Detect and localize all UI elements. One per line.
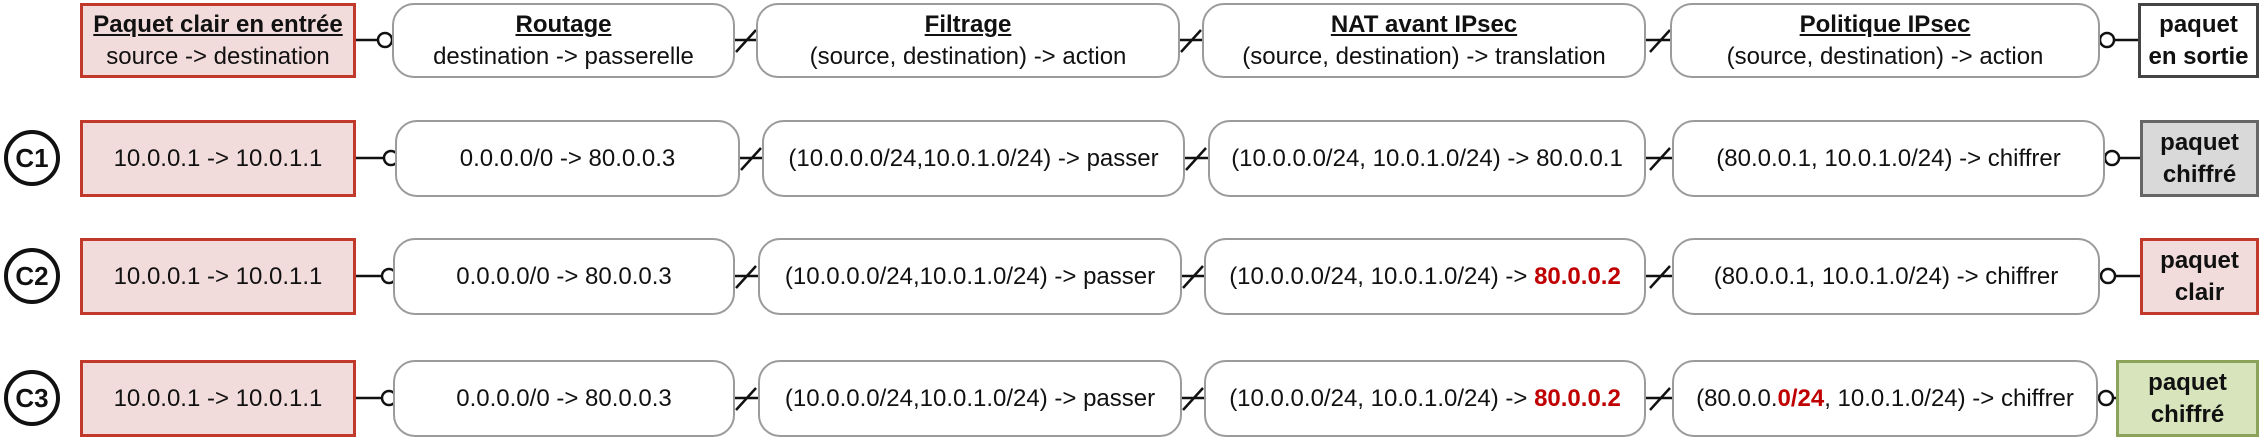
header-routing-box: Routage destination -> passerelle [392,3,735,78]
header-output-line2: en sortie [2148,42,2249,70]
connector-slash [740,147,762,171]
connector-circle [2099,267,2117,285]
c1-output-line2: chiffré [2162,160,2237,188]
c3-policy-highlight: 0/24 [1777,384,1825,412]
c1-policy-box: (80.0.0.1, 10.0.1.0/24) -> chiffrer [1672,120,2105,197]
connector-slash [1649,265,1671,289]
c1-filtering-box: (10.0.0.0/24,10.0.1.0/24) -> passer [762,120,1185,197]
connector-slash [1182,265,1204,289]
header-routing-title: Routage [515,11,612,39]
connector-circle [2103,149,2121,167]
header-nat-box: NAT avant IPsec (source, destination) ->… [1202,3,1646,78]
c1-output-line1: paquet [2160,129,2239,157]
connector-slash [1649,147,1671,171]
header-output-line1: paquet [2159,11,2238,39]
c3-input-text: 10.0.0.1 -> 10.0.1.1 [113,384,323,412]
c1-policy-suffix: , 10.0.1.0/24) -> chiffrer [1811,144,2061,172]
c2-routing-text: 0.0.0.0/0 -> 80.0.0.3 [456,262,672,290]
c3-output-line2: chiffré [2150,400,2225,428]
header-policy-title: Politique IPsec [1799,11,1971,39]
c1-routing-box: 0.0.0.0/0 -> 80.0.0.3 [395,120,740,197]
c1-output-box: paquet chiffré [2140,120,2259,197]
c3-nat-text: (10.0.0.0/24, 10.0.1.0/24) -> 80.0.0.2 [1229,383,1621,414]
case-label-c1: C1 [4,130,60,186]
c2-policy-suffix: , 10.0.1.0/24) -> chiffrer [1808,262,2059,290]
header-filtering-sub: (source, destination) -> action [809,42,1127,70]
header-routing-sub: destination -> passerelle [433,42,694,70]
c3-output-box: paquet chiffré [2116,360,2259,437]
c2-input-box: 10.0.0.1 -> 10.0.1.1 [80,238,356,315]
connector-circle [2097,389,2115,407]
c3-routing-box: 0.0.0.0/0 -> 80.0.0.3 [393,360,735,437]
c3-nat-value: 80.0.0.2 [1534,384,1621,412]
c3-filtering-text: (10.0.0.0/24,10.0.1.0/24) -> passer [784,384,1156,412]
connector-slash [1185,147,1207,171]
c3-filtering-box: (10.0.0.0/24,10.0.1.0/24) -> passer [758,360,1182,437]
header-output-box: paquet en sortie [2138,3,2259,78]
c2-input-text: 10.0.0.1 -> 10.0.1.1 [113,262,323,290]
c1-policy-text: (80.0.0.1, 10.0.1.0/24) -> chiffrer [1716,143,2060,174]
header-policy-box: Politique IPsec (source, destination) ->… [1670,3,2100,78]
header-nat-sub: (source, destination) -> translation [1242,42,1606,70]
header-filtering-title: Filtrage [924,11,1012,39]
header-input-sub: source -> destination [106,42,330,70]
connector-slash [735,29,757,53]
c3-nat-box: (10.0.0.0/24, 10.0.1.0/24) -> 80.0.0.2 [1204,360,1646,437]
c2-nat-value: 80.0.0.2 [1534,262,1621,290]
connector-slash [1649,29,1671,53]
header-input-title: Paquet clair en entrée [93,11,343,39]
c2-output-line2: clair [2174,278,2225,306]
c1-nat-box: (10.0.0.0/24, 10.0.1.0/24) -> 80.0.0.1 [1208,120,1646,197]
c3-policy-suffix: , 10.0.1.0/24) -> chiffrer [1824,384,2074,412]
c2-output-box: paquet clair [2140,238,2259,315]
c1-nat-prefix: (10.0.0.0/24, 10.0.1.0/24) -> [1231,144,1537,172]
c3-policy-box: (80.0.0.0/24, 10.0.1.0/24) -> chiffrer [1672,360,2098,437]
c2-routing-box: 0.0.0.0/0 -> 80.0.0.3 [393,238,735,315]
connector-circle [376,31,394,49]
header-nat-title: NAT avant IPsec [1330,11,1518,39]
c2-nat-prefix: (10.0.0.0/24, 10.0.1.0/24) -> [1229,262,1535,290]
connector-slash [1180,29,1202,53]
connector-slash [1182,387,1204,411]
c3-output-line1: paquet [2148,369,2227,397]
connector-slash [735,265,757,289]
c2-filtering-text: (10.0.0.0/24,10.0.1.0/24) -> passer [784,262,1156,290]
c3-nat-prefix: (10.0.0.0/24, 10.0.1.0/24) -> [1229,384,1535,412]
connector-slash [1649,387,1671,411]
case-label-c3: C3 [4,370,60,426]
c1-input-text: 10.0.0.1 -> 10.0.1.1 [113,144,323,172]
c1-filtering-text: (10.0.0.0/24,10.0.1.0/24) -> passer [788,144,1159,172]
c2-filtering-box: (10.0.0.0/24,10.0.1.0/24) -> passer [758,238,1182,315]
c1-nat-text: (10.0.0.0/24, 10.0.1.0/24) -> 80.0.0.1 [1231,143,1623,174]
c2-output-line1: paquet [2160,247,2239,275]
c1-routing-text: 0.0.0.0/0 -> 80.0.0.3 [459,144,676,172]
c2-policy-box: (80.0.0.1, 10.0.1.0/24) -> chiffrer [1672,238,2100,315]
c3-policy-text: (80.0.0.0/24, 10.0.1.0/24) -> chiffrer [1696,383,2074,414]
c1-policy-prefix: (80.0.0.1 [1716,144,1812,172]
connector-circle [2098,31,2116,49]
c2-nat-box: (10.0.0.0/24, 10.0.1.0/24) -> 80.0.0.2 [1204,238,1646,315]
c1-nat-value: 80.0.0.1 [1536,144,1623,172]
c2-policy-prefix: (80.0.0.1 [1713,262,1809,290]
c2-nat-text: (10.0.0.0/24, 10.0.1.0/24) -> 80.0.0.2 [1229,261,1621,292]
header-policy-sub: (source, destination) -> action [1726,42,2044,70]
case-label-c2: C2 [4,248,60,304]
header-filtering-box: Filtrage (source, destination) -> action [756,3,1180,78]
c3-routing-text: 0.0.0.0/0 -> 80.0.0.3 [456,384,672,412]
connector-slash [735,387,757,411]
header-input-box: Paquet clair en entrée source -> destina… [80,3,356,78]
c2-policy-text: (80.0.0.1, 10.0.1.0/24) -> chiffrer [1714,261,2058,292]
c1-input-box: 10.0.0.1 -> 10.0.1.1 [80,120,356,197]
c3-input-box: 10.0.0.1 -> 10.0.1.1 [80,360,356,437]
c3-policy-prefix: (80.0.0. [1696,384,1778,412]
